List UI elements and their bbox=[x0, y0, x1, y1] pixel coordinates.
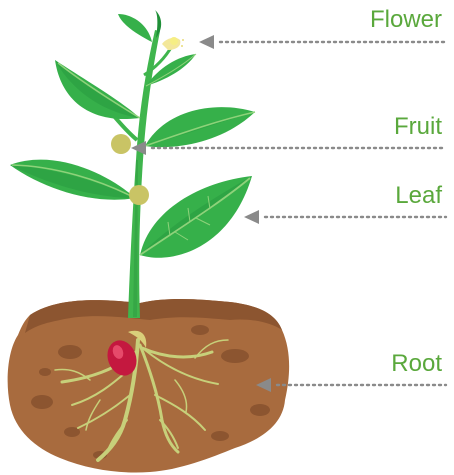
fruit-lower bbox=[129, 185, 149, 205]
pointer-leaf bbox=[244, 210, 446, 224]
leaf-lower-left bbox=[10, 160, 135, 200]
fruit-label: Fruit bbox=[394, 115, 442, 139]
leaf-middle-right bbox=[145, 107, 255, 147]
leaf-lower-right bbox=[140, 176, 252, 258]
left-arrow-icon bbox=[199, 35, 214, 49]
flower bbox=[162, 37, 184, 50]
leaf-upper-left bbox=[55, 60, 140, 119]
pointer-flower bbox=[199, 35, 446, 49]
root-label: Root bbox=[391, 352, 442, 376]
fruit-upper bbox=[111, 134, 131, 154]
flower-label: Flower bbox=[370, 8, 442, 32]
soil bbox=[8, 299, 290, 472]
leaf-label: Leaf bbox=[395, 184, 442, 208]
left-arrow-icon bbox=[244, 210, 259, 224]
